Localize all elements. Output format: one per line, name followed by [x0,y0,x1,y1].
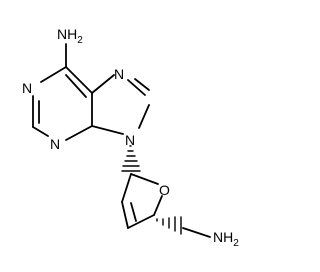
dihydrofuran-ring [121,173,163,229]
atom-label-amine-top: NH2 [57,26,83,46]
atom-label-n3: N [50,136,60,152]
atom-label-n7: N [114,66,124,82]
atom-label-amine-side: NH2 [213,229,239,249]
atom-label-ring-oxygen: O [159,182,170,198]
imidazole-ring [91,74,150,135]
pyrimidine-ring [32,66,93,141]
bond-c4-ch2-hashed [156,216,182,235]
bond-ch2-amine [182,227,211,238]
chemical-structure: NH2 N N N N O NH2 [22,26,239,249]
atom-label-n1: N [22,80,32,96]
atom-label-n9: N [125,132,135,148]
bond-n9-c1-hashed [121,145,141,172]
